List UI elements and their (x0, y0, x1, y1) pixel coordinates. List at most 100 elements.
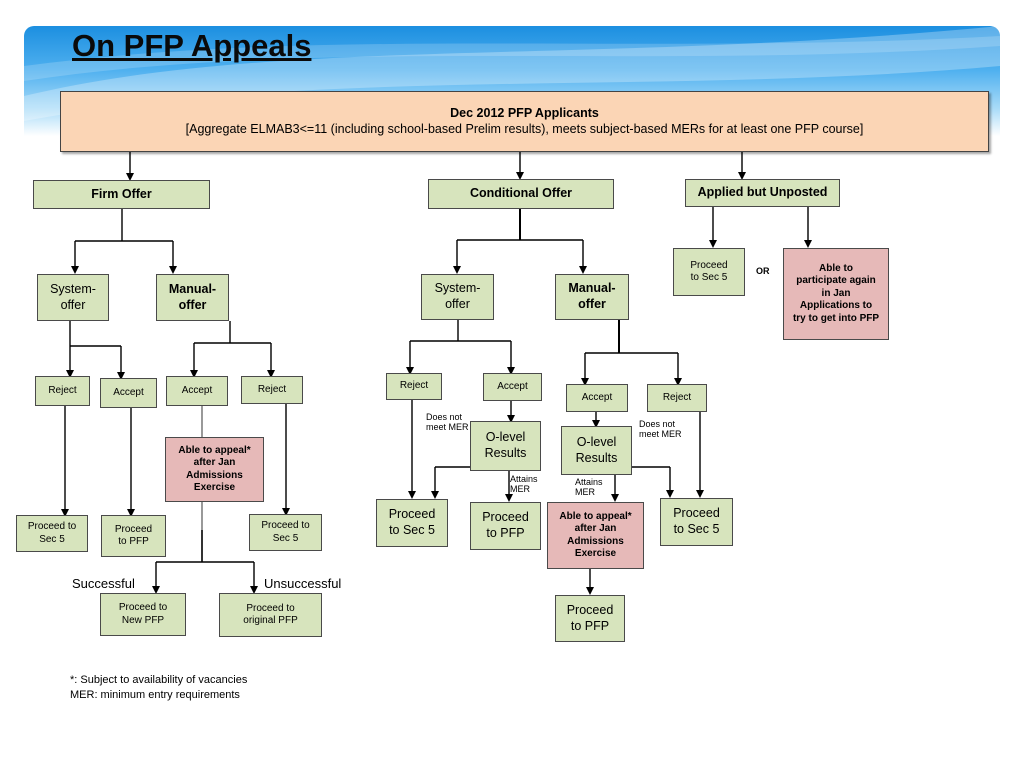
cond-reject-box-1: Reject (386, 373, 442, 400)
label-line: Applications to (799, 300, 873, 312)
label-line: O-level (485, 430, 526, 445)
footnote: *: Subject to availability of vacancies … (70, 673, 247, 703)
firm-offer-label: Firm Offer (91, 186, 152, 201)
cond-accept-box-2: Accept (566, 384, 628, 412)
label-line: MER (575, 487, 595, 498)
firm-reject-box-1: Reject (35, 376, 90, 406)
label-line: Proceed (388, 507, 436, 522)
footnote-mer-definition: MER: minimum entry requirements (70, 688, 240, 701)
label-line: Manual- (568, 281, 616, 296)
label-line: Proceed (114, 523, 153, 535)
label-line: Able to appeal* (559, 510, 632, 522)
label-line: Attains (510, 474, 538, 484)
cond-manual-offer-box: Manual- offer (555, 274, 629, 320)
label-line: offer (60, 297, 86, 312)
label-line: Able to (819, 262, 853, 274)
firm-proceed-sec5-box-b: Proceed to Sec 5 (249, 514, 322, 551)
label-line: Able to appeal* (178, 444, 251, 456)
label-line: meet MER (426, 422, 469, 433)
cond-appeal-box: Able to appeal* after Jan Admissions Exe… (547, 502, 644, 569)
firm-offer-box: Firm Offer (33, 180, 210, 209)
cond-proceed-sec5-box-b: Proceed to Sec 5 (660, 498, 733, 546)
firm-accept-box-2: Accept (166, 376, 228, 406)
cond-proceed-sec5-box-a: Proceed to Sec 5 (376, 499, 448, 547)
cond-system-offer-box: System- offer (421, 274, 494, 320)
label-line: Admissions (567, 535, 624, 547)
label-line: try to get into PFP (792, 312, 880, 324)
label-line: to Sec 5 (673, 522, 720, 536)
attains-mer-label-2: Attains MER (575, 477, 603, 498)
firm-proceed-new-pfp-box: Proceed to New PFP (100, 593, 186, 636)
label-line: to Sec 5 (690, 272, 728, 283)
label-line: Proceed (690, 259, 728, 271)
applied-unposted-box: Applied but Unposted (685, 179, 840, 207)
successful-label: Successful (72, 576, 135, 591)
label-line: New PFP (121, 614, 165, 626)
firm-system-offer-box: System- offer (37, 274, 109, 321)
label-line: offer (578, 297, 606, 311)
label-line: to Sec 5 (389, 523, 435, 537)
label-line: Reject (48, 384, 77, 396)
label-line: O-level (576, 434, 617, 449)
firm-manual-offer-box: Manual- offer (156, 274, 229, 321)
label-line: MER (510, 484, 530, 495)
firm-proceed-pfp-box: Proceed to PFP (101, 515, 166, 557)
banner-wave-decoration (24, 26, 1000, 136)
label-line: Accept (181, 384, 213, 396)
label-line: Exercise (574, 548, 617, 559)
label-line: Proceed (673, 506, 720, 521)
label-line: to PFP (570, 618, 610, 633)
label-line: in Jan (821, 287, 851, 299)
label-line: Accept (113, 386, 144, 398)
label-line: offer (178, 297, 207, 312)
label-line: Results (575, 450, 618, 465)
conditional-offer-box: Conditional Offer (428, 179, 614, 209)
label-line: Attains (575, 477, 603, 487)
label-line: Proceed to (261, 520, 310, 531)
unsuccessful-label: Unsuccessful (264, 576, 342, 591)
label-line: Proceed to (27, 521, 77, 532)
label-line: to PFP (118, 536, 149, 547)
cond-proceed-pfp-box-a: Proceed to PFP (470, 502, 541, 550)
or-label: OR (756, 266, 770, 276)
firm-proceed-original-pfp-box: Proceed to original PFP (219, 593, 322, 637)
firm-appeal-box: Able to appeal* after Jan Admissions Exe… (165, 437, 264, 502)
conditional-offer-label: Conditional Offer (469, 186, 573, 201)
label-line: Proceed to (246, 602, 295, 614)
participate-again-box: Able to participate again in Jan Applica… (783, 248, 889, 340)
firm-accept-box-1: Accept (100, 378, 157, 408)
label-line: Exercise (193, 482, 236, 493)
label-line: Admissions (186, 469, 243, 481)
applicants-criteria-box: Dec 2012 PFP Applicants [Aggregate ELMAB… (60, 91, 989, 152)
label-line: to PFP (486, 526, 525, 540)
cond-reject-box-2: Reject (647, 384, 707, 412)
label-line: Proceed (566, 602, 614, 617)
footnote-vacancies: *: Subject to availability of vacancies (70, 674, 248, 686)
label-line: after Jan (574, 523, 617, 534)
applicants-criteria: [Aggregate ELMAB3<=11 (including school-… (185, 121, 864, 136)
label-line: Accept (497, 380, 528, 392)
cond-olevel-results-box-1: O-level Results (470, 421, 541, 471)
label-line: Manual- (168, 281, 217, 296)
label-line: Accept (581, 391, 613, 403)
page-title: On PFP Appeals (72, 28, 312, 63)
applied-unposted-label: Applied but Unposted (697, 185, 828, 200)
label-line: Sec 5 (39, 533, 65, 545)
label-line: Reject (662, 391, 692, 403)
does-not-meet-mer-label-1: Does not meet MER (426, 412, 469, 433)
label-line: System- (50, 281, 96, 296)
label-line: System- (434, 281, 481, 296)
firm-proceed-sec5-box-a: Proceed to Sec 5 (16, 515, 88, 552)
attains-mer-label-1: Attains MER (510, 474, 538, 495)
label-line: Does not (639, 419, 676, 429)
cond-olevel-results-box-2: O-level Results (561, 426, 632, 475)
label-line: Reject (399, 380, 429, 392)
label-line: offer (445, 297, 470, 311)
label-line: Reject (257, 383, 287, 395)
label-line: Proceed to (118, 602, 168, 613)
label-line: original PFP (243, 615, 298, 626)
label-line: Does not (426, 412, 463, 422)
label-line: Results (484, 446, 527, 460)
label-line: after Jan (193, 457, 236, 468)
